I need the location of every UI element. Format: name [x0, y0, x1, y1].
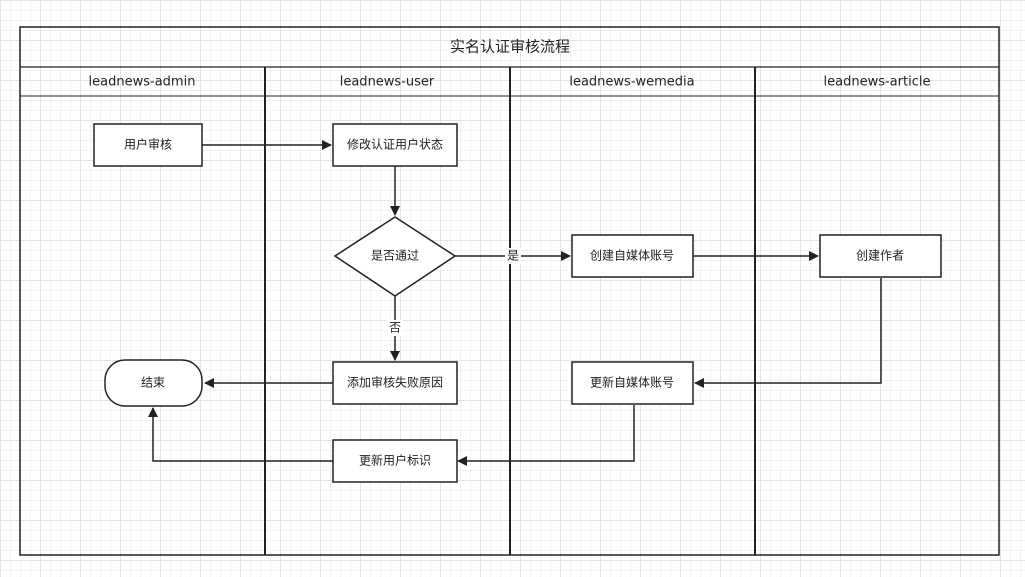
node-create-author-label: 创建作者 [856, 249, 904, 263]
edge-update-media-to-flag [457, 405, 635, 466]
edge-author-to-update-media [694, 278, 882, 388]
node-update-user-flag[interactable]: 更新用户标识 [332, 439, 458, 483]
node-modify-status-label: 修改认证用户状态 [347, 137, 443, 152]
node-end[interactable]: 结束 [104, 359, 203, 407]
node-add-fail-reason-label: 添加审核失败原因 [347, 375, 443, 390]
node-end-label: 结束 [141, 376, 165, 390]
edge-label-no: 否 [389, 321, 401, 335]
node-decision[interactable]: 是否通过 [333, 216, 457, 297]
node-decision-label: 是否通过 [371, 249, 419, 263]
node-audit-user[interactable]: 用户审核 [93, 123, 203, 167]
node-create-author[interactable]: 创建作者 [819, 234, 942, 278]
node-modify-status[interactable]: 修改认证用户状态 [332, 123, 458, 167]
edge-flag-to-end [148, 407, 333, 462]
node-add-fail-reason[interactable]: 添加审核失败原因 [332, 361, 458, 405]
node-create-media-account[interactable]: 创建自媒体账号 [571, 234, 694, 278]
edge-label-yes-bg [505, 248, 521, 264]
edge-label-yes: 是 [507, 249, 519, 263]
edge-label-no-bg [387, 320, 403, 336]
lane-header-user: leadnews-user [340, 75, 435, 90]
node-update-media-account-label: 更新自媒体账号 [590, 375, 674, 390]
lane-header-admin: leadnews-admin [89, 75, 196, 90]
node-create-media-account-label: 创建自媒体账号 [590, 249, 674, 263]
lane-header-article: leadnews-article [824, 75, 931, 90]
diagram-title: 实名认证审核流程 [450, 38, 570, 56]
lane-header-wemedia: leadnews-wemedia [569, 75, 694, 90]
node-update-media-account[interactable]: 更新自媒体账号 [571, 361, 694, 405]
node-audit-user-label: 用户审核 [124, 137, 172, 152]
node-update-user-flag-label: 更新用户标识 [359, 453, 431, 468]
